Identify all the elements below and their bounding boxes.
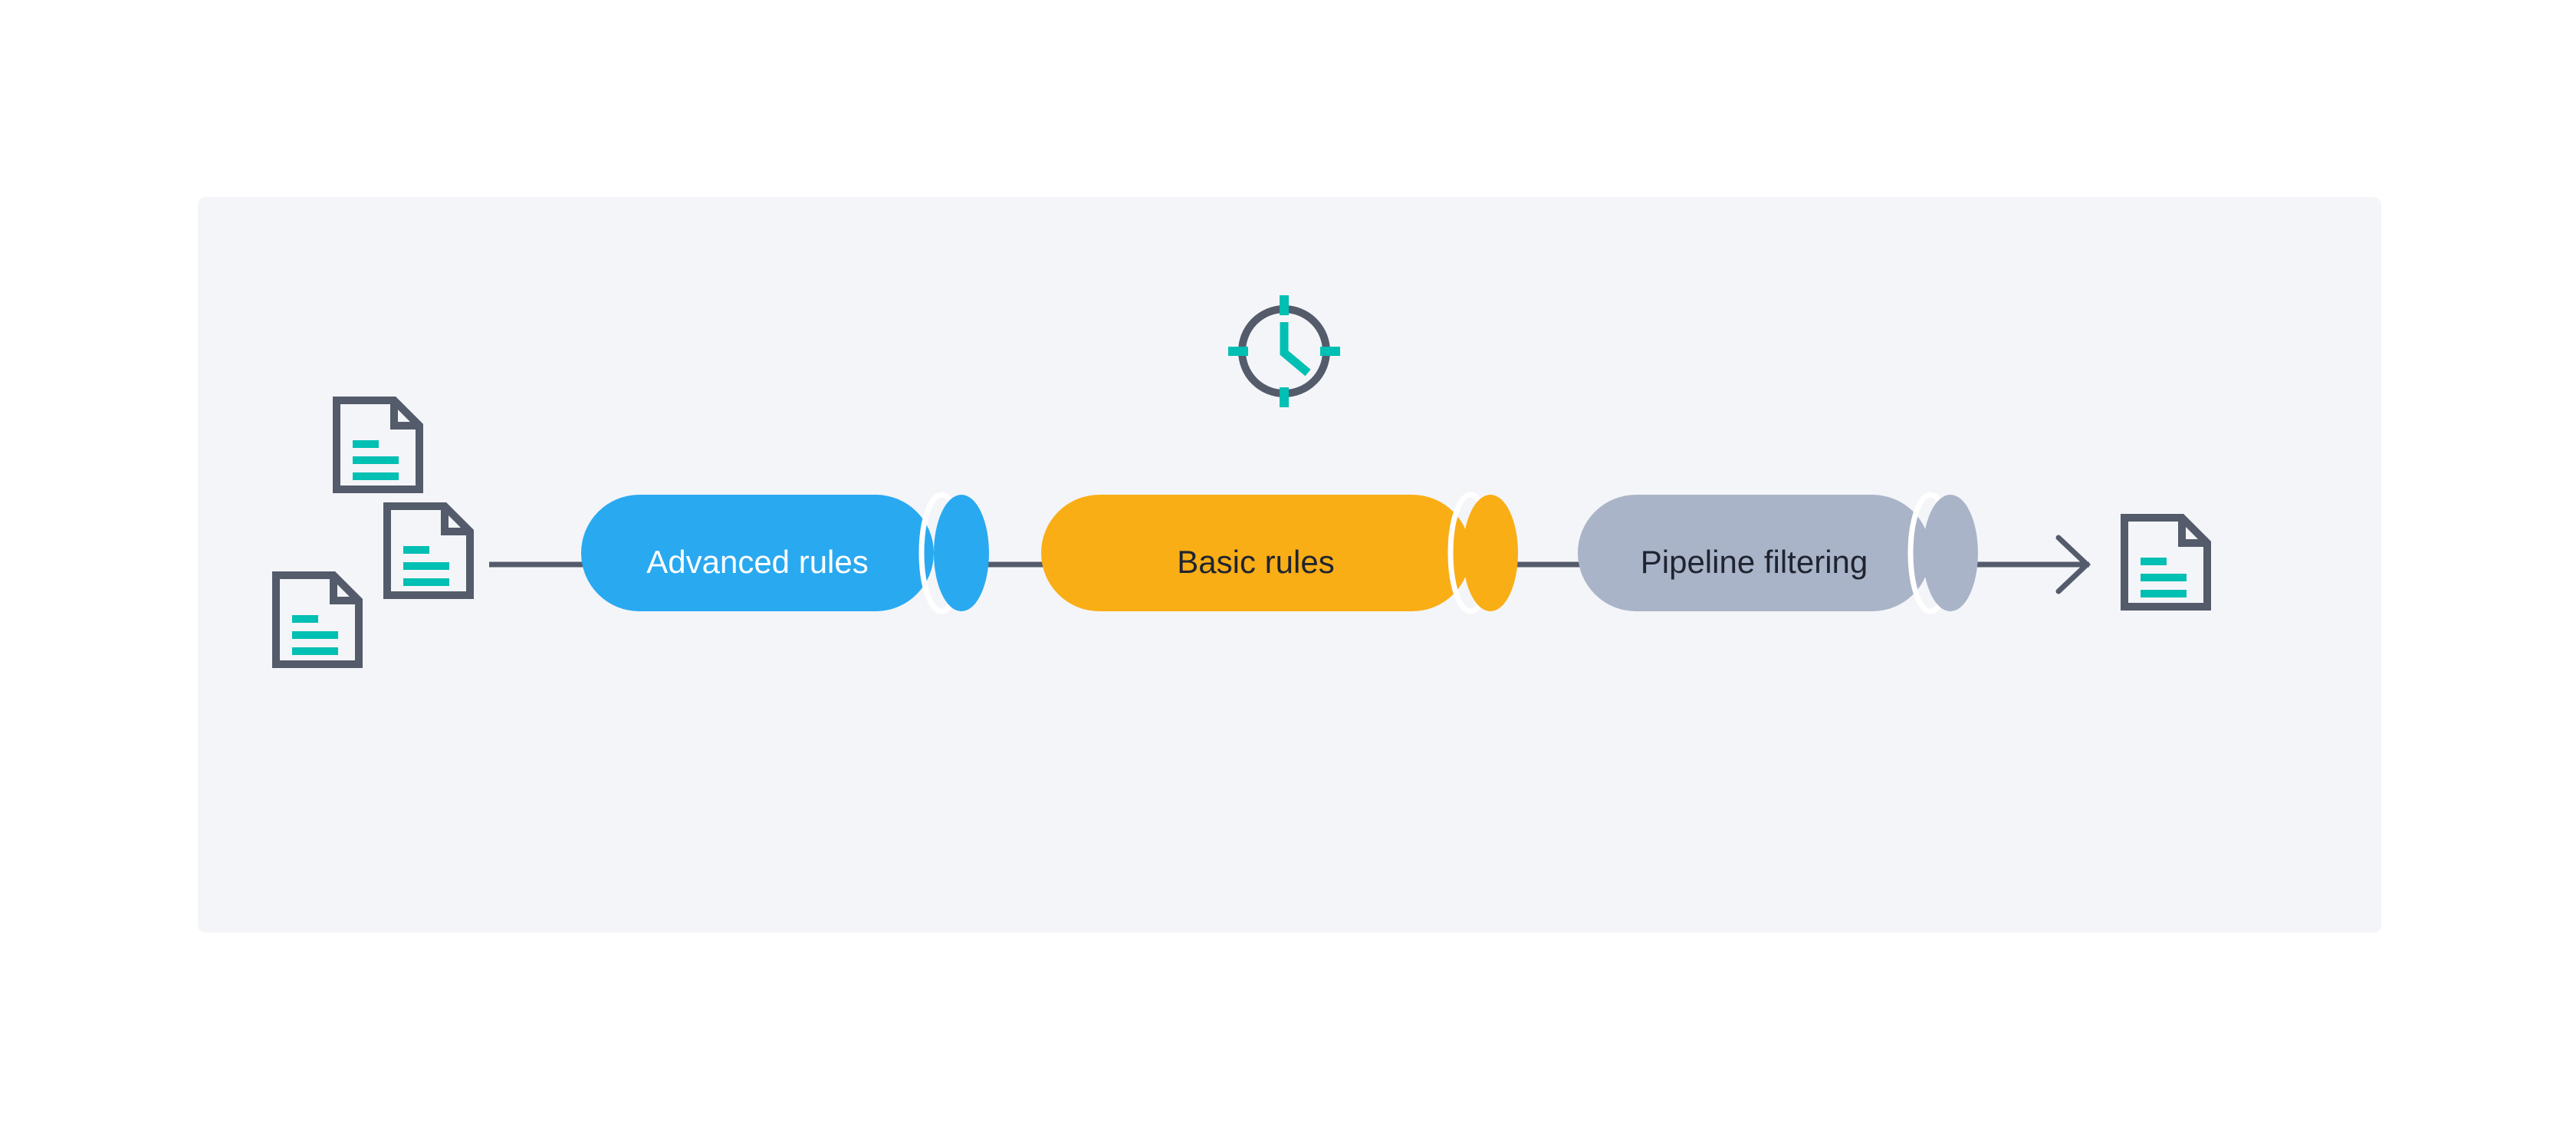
clock-tick-12 (1280, 295, 1289, 315)
pipeline-filtering-body (1578, 495, 1930, 611)
advanced-rules-cap (934, 495, 989, 611)
basic-rules-label: Basic rules (1177, 544, 1334, 580)
clock-tick-3 (1320, 347, 1340, 356)
output-document (2124, 518, 2207, 607)
clock-tick-6 (1280, 387, 1289, 407)
basic-rules-body (1041, 495, 1470, 611)
stage-advanced-rules[interactable]: Advanced rules (581, 492, 989, 614)
clock-tick-9 (1228, 347, 1248, 356)
pipeline-filtering-cap (1923, 495, 1978, 611)
stage-basic-rules[interactable]: Basic rules (1041, 492, 1518, 614)
advanced-rules-body (581, 495, 934, 611)
input-document-2 (387, 506, 470, 595)
pipeline-filtering-label: Pipeline filtering (1641, 544, 1868, 580)
clock-hands (1280, 322, 1311, 377)
arrowhead-icon (2055, 535, 2091, 594)
basic-rules-cap (1463, 495, 1518, 611)
connector-pipeline-filtering-to-output (1963, 535, 2091, 594)
advanced-rules-label: Advanced rules (646, 544, 869, 580)
stage-pipeline-filtering[interactable]: Pipeline filtering (1578, 492, 1978, 614)
clock-icon (1228, 295, 1340, 407)
input-document-1 (337, 400, 419, 489)
input-document-3 (276, 575, 359, 664)
